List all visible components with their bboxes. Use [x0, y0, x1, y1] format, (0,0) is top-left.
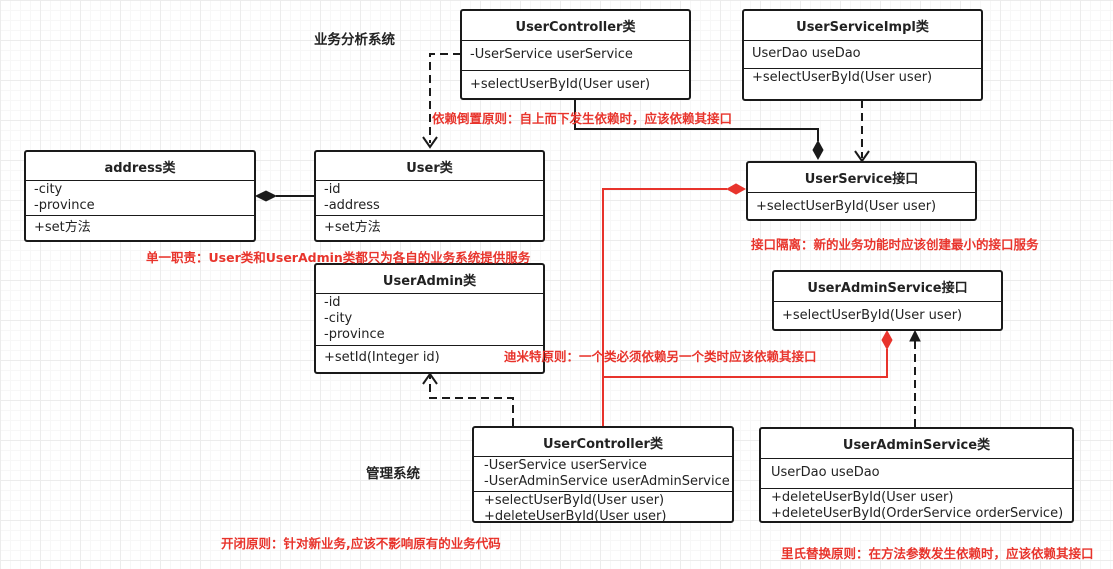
- method-row: +deleteUserById(User user): [771, 490, 954, 505]
- method-row: +deleteUserById(User user): [484, 509, 667, 524]
- method-row: +selectUserById(User user): [470, 77, 651, 92]
- class-fields: UserDao useDao: [761, 459, 1072, 489]
- class-title: address类: [26, 152, 254, 181]
- class-user-controller-top[interactable]: UserController类 -UserService userService…: [460, 9, 691, 100]
- class-title: UserController类: [474, 428, 732, 457]
- field-row: -city: [34, 182, 63, 197]
- class-user-service-impl[interactable]: UserServiceImpl类 UserDao useDao +selectU…: [742, 9, 983, 101]
- class-address[interactable]: address类 -city -province +set方法: [24, 150, 256, 242]
- class-user-admin[interactable]: UserAdmin类 -id -city -province +setId(In…: [314, 263, 545, 374]
- dependency-controller-to-user: [429, 53, 461, 143]
- diamond-head: [254, 190, 278, 202]
- class-fields: -id -address: [316, 181, 543, 216]
- field-row: UserDao useDao: [752, 46, 861, 61]
- field-row: -address: [324, 198, 380, 213]
- field-row: UserDao useDao: [771, 465, 880, 480]
- method-row: +selectUserById(User user): [752, 70, 933, 85]
- dependency-bottom-controller-to-useradmin: [429, 376, 514, 426]
- method-row: +selectUserById(User user): [484, 493, 665, 508]
- class-fields: -id -city -province: [316, 294, 543, 346]
- label-admin-system: 管理系统: [366, 466, 420, 482]
- triangle-head: [909, 329, 921, 342]
- label-business-system: 业务分析系统: [314, 32, 395, 48]
- field-row: -UserService userService: [470, 47, 633, 62]
- method-row: +set方法: [34, 220, 91, 235]
- class-methods: +set方法: [26, 216, 254, 237]
- class-fields: -UserService userService -UserAdminServi…: [474, 457, 732, 492]
- field-row: -UserService userService: [484, 458, 647, 473]
- class-methods: +setId(Integer id): [316, 346, 543, 367]
- field-row: -province: [34, 198, 95, 213]
- class-user-admin-service[interactable]: UserAdminService类 UserDao useDao +delete…: [759, 427, 1074, 523]
- diamond-head: [812, 139, 824, 161]
- class-methods: +selectUserById(User user) +deleteUserBy…: [474, 492, 732, 526]
- method-row: +deleteUserById(OrderService orderServic…: [771, 506, 1064, 521]
- class-methods: +deleteUserById(User user) +deleteUserBy…: [761, 489, 1072, 523]
- open-arrowhead: [422, 136, 438, 149]
- class-fields: UserDao useDao: [744, 41, 981, 69]
- class-methods: +selectUserById(User user): [462, 71, 689, 94]
- note-dependency-inversion: 依赖倒置原则：自上而下发生依赖时，应该依赖其接口: [432, 111, 733, 126]
- field-row: -UserAdminService userAdminService: [484, 474, 730, 489]
- method-row: +setId(Integer id): [324, 350, 440, 365]
- class-title: UserServiceImpl类: [744, 11, 981, 41]
- method-row: +selectUserById(User user): [756, 199, 937, 214]
- field-row: -city: [324, 311, 353, 326]
- field-row: -id: [324, 182, 341, 197]
- composition-controller-to-userservice: [574, 96, 819, 141]
- class-methods: +selectUserById(User user): [774, 302, 1001, 325]
- field-row: -id: [324, 295, 341, 310]
- note-liskov-substitution: 里氏替换原则：在方法参数发生依赖时，应该依赖其接口: [781, 546, 1094, 561]
- class-methods: +selectUserById(User user): [748, 193, 975, 216]
- note-open-closed: 开闭原则：针对新业务,应该不影响原有的业务代码: [221, 536, 501, 551]
- class-title: UserAdminService接口: [774, 272, 1001, 302]
- method-row: +selectUserById(User user): [782, 308, 963, 323]
- class-methods: +selectUserById(User user): [744, 69, 981, 87]
- field-row: -province: [324, 327, 385, 342]
- class-user-controller-bottom[interactable]: UserController类 -UserService userService…: [472, 426, 734, 526]
- interface-user-admin-service[interactable]: UserAdminService接口 +selectUserById(User …: [772, 270, 1003, 331]
- interface-user-service[interactable]: UserService接口 +selectUserById(User user): [746, 161, 977, 221]
- class-fields: -city -province: [26, 181, 254, 216]
- class-title: UserAdminService类: [761, 429, 1072, 459]
- method-row: +set方法: [324, 220, 381, 235]
- composition-bottom-controller-to-adminservice: [603, 349, 888, 378]
- note-law-of-demeter: 迪米特原则：一个类必须依赖另一个类时应该依赖其接口: [504, 349, 817, 364]
- open-arrowhead: [422, 372, 438, 385]
- composition-bottom-controller-to-userservice: [602, 188, 727, 426]
- diamond-head-red: [881, 329, 893, 351]
- class-title: UserAdmin类: [316, 265, 543, 294]
- class-title: UserService接口: [748, 163, 975, 193]
- diamond-head-red: [725, 183, 747, 195]
- note-single-responsibility: 单一职责：User类和UserAdmin类都只为各自的业务系统提供服务: [146, 250, 531, 265]
- class-title: UserController类: [462, 11, 689, 41]
- class-user[interactable]: User类 -id -address +set方法: [314, 150, 545, 242]
- class-fields: -UserService userService: [462, 41, 689, 71]
- class-title: User类: [316, 152, 543, 181]
- class-methods: +set方法: [316, 216, 543, 237]
- note-interface-segregation: 接口隔离：新的业务功能时应该创建最小的接口服务: [751, 237, 1039, 252]
